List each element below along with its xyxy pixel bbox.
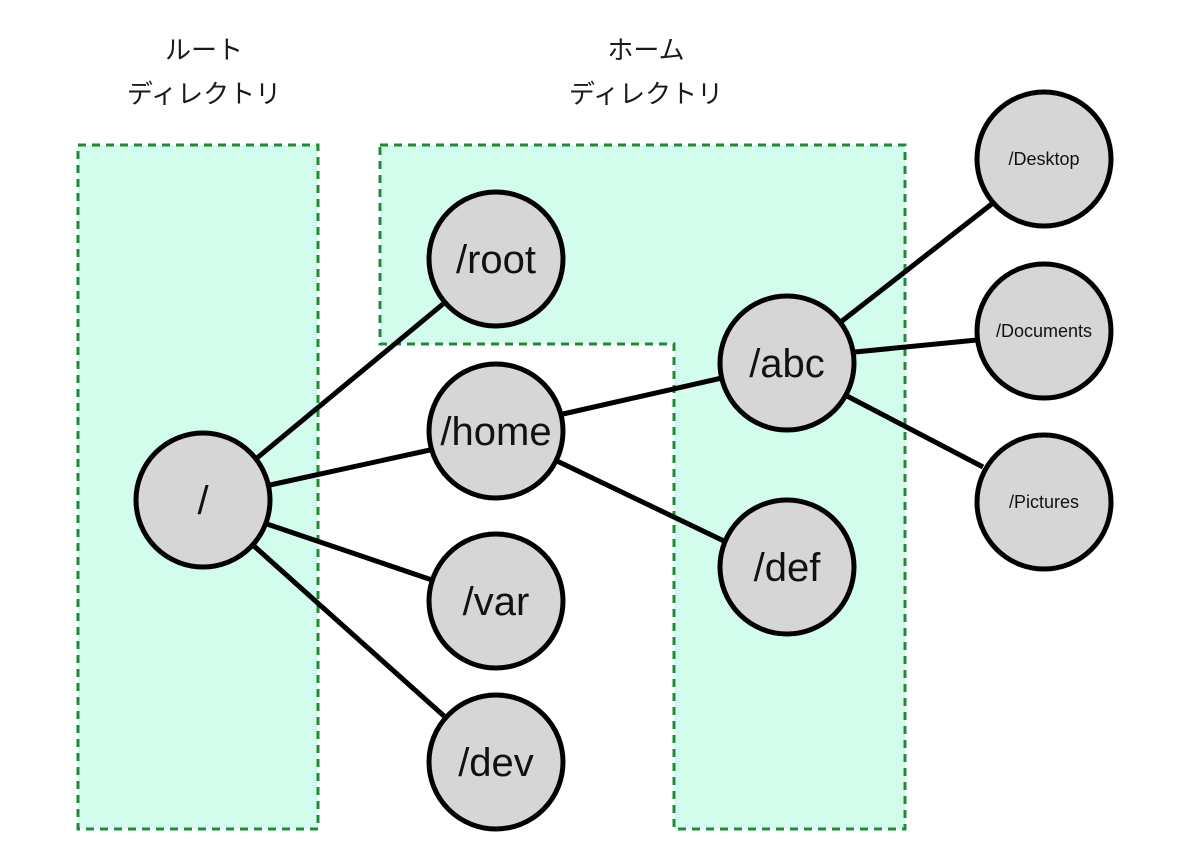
- edge-root-to-rootdir: [255, 302, 445, 460]
- edge-root-to-var: [266, 521, 433, 583]
- node-abc-circle: [717, 293, 857, 433]
- root-directory-title-line1: ルート: [165, 36, 243, 66]
- node-dev-label: /dev: [458, 741, 534, 785]
- node-desktop-circle: [974, 89, 1114, 229]
- node-var-circle: [426, 531, 566, 671]
- home-directory-title-line1: ホーム: [607, 36, 684, 66]
- node-dev-circle: [426, 692, 566, 832]
- node-abc: /abc: [717, 293, 857, 433]
- node-desktop-label: /Desktop: [1008, 149, 1079, 169]
- node-documents-circle: [974, 261, 1114, 401]
- edge-abc-to-pictures: [845, 393, 985, 470]
- edge-abc-to-desktop: [840, 201, 995, 323]
- edge-home-to-abc: [562, 375, 723, 417]
- node-var-label: /var: [463, 580, 530, 624]
- node-abc-label: /abc: [749, 342, 825, 386]
- node-rootdir: /root: [426, 189, 566, 329]
- node-home-circle: [426, 361, 566, 501]
- node-var: /var: [426, 531, 566, 671]
- edge-abc-to-documents: [854, 337, 978, 355]
- node-def-circle: [717, 497, 857, 637]
- edge-root-to-dev: [252, 544, 446, 718]
- node-pictures-circle: [974, 432, 1114, 572]
- node-documents-label: /Documents: [996, 321, 1092, 341]
- home-directory-title-line2: ディレクトリ: [569, 80, 723, 110]
- node-pictures: /Pictures: [974, 432, 1114, 572]
- node-home-label: /home: [440, 410, 551, 454]
- node-def: /def: [717, 497, 857, 637]
- node-rootdir-circle: [426, 189, 566, 329]
- node-desktop: /Desktop: [974, 89, 1114, 229]
- node-root-circle: [133, 430, 273, 570]
- node-dev: /dev: [426, 692, 566, 832]
- node-documents: /Documents: [974, 261, 1114, 401]
- node-def-label: /def: [754, 546, 822, 590]
- node-home: /home: [426, 361, 566, 501]
- node-rootdir-label: /root: [456, 238, 536, 282]
- node-root: /: [133, 430, 273, 570]
- root-directory-title-line2: ディレクトリ: [127, 80, 281, 110]
- node-pictures-label: /Pictures: [1009, 492, 1079, 512]
- edge-home-to-def: [555, 458, 728, 545]
- node-root-label: /: [197, 479, 209, 523]
- edge-root-to-home: [269, 447, 431, 488]
